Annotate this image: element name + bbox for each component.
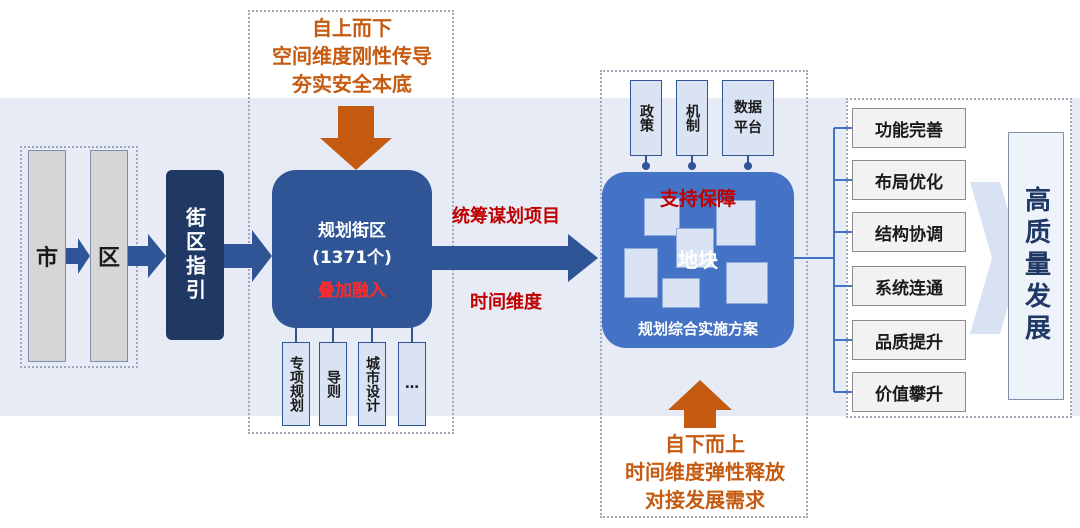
outcome-label: 功能完善 (875, 120, 943, 141)
input-box-etc: … (398, 342, 426, 426)
goal-box: 高质量发展 (1008, 132, 1064, 400)
parcel-tile (662, 278, 700, 308)
arrow-guide-to-block (224, 230, 272, 282)
planning-block: 规划街区 (1371个) 叠加融入 (272, 170, 432, 328)
goal-label: 高质量发展 (1020, 186, 1051, 346)
district-label: 区 (97, 246, 120, 271)
outcome-label: 结构协调 (875, 224, 943, 245)
planning-block-overlay: 叠加融入 (318, 281, 386, 301)
support-label: 数据平台 (734, 100, 762, 136)
city-label: 市 (35, 246, 58, 271)
project-label: 统筹谋划项目 (452, 206, 560, 227)
top-note-line1: 自上而下 (312, 16, 392, 40)
top-down-arrow (320, 106, 392, 170)
outcome-box: 系统连通 (852, 266, 966, 306)
street-guide-label: 街区指引 (182, 207, 207, 303)
implementation-plan-label: 规划综合实施方案 (637, 320, 758, 338)
input-box-special-plan: 专项规划 (282, 342, 310, 426)
outcome-box: 布局优化 (852, 160, 966, 200)
district-column: 区 (90, 150, 128, 362)
input-label: 导则 (325, 370, 341, 398)
support-label: 政策 (638, 104, 654, 132)
top-note-line3: 夯实安全本底 (292, 72, 412, 96)
parcel-tile (716, 200, 756, 246)
input-box-guideline: 导则 (319, 342, 347, 426)
arrow-city-to-district (66, 238, 90, 274)
input-label: 专项规划 (288, 356, 304, 412)
input-label: … (405, 376, 419, 392)
bottom-up-arrow (668, 380, 732, 428)
bottom-note-line1: 自下而上 (665, 432, 745, 456)
planning-block-title: 规划街区 (318, 221, 386, 241)
support-label: 机制 (684, 104, 700, 132)
support-box-mechanism: 机制 (676, 80, 708, 156)
street-guide-box: 街区指引 (166, 170, 224, 340)
input-box-urban-design: 城市设计 (358, 342, 386, 426)
bottom-up-frame (600, 70, 808, 518)
support-box-data-platform: 数据平台 (722, 80, 774, 156)
input-label: 城市设计 (364, 356, 380, 412)
arrow-block-to-plan (432, 234, 598, 282)
top-down-note: 自上而下 空间维度刚性传导 夯实安全本底 (254, 14, 450, 98)
city-column: 市 (28, 150, 66, 362)
arrow-district-to-guide (128, 234, 166, 278)
parcel-label: 地块 (678, 248, 718, 272)
parcel-tile (726, 262, 768, 304)
outcome-box: 结构协调 (852, 212, 966, 252)
support-box-policy: 政策 (630, 80, 662, 156)
outcome-label: 价值攀升 (875, 384, 943, 405)
outcome-label: 品质提升 (875, 332, 943, 353)
bottom-up-note: 自下而上 时间维度弹性释放 对接发展需求 (604, 430, 806, 514)
top-down-frame (248, 10, 454, 434)
bottom-note-line2: 时间维度弹性释放 (625, 460, 785, 484)
parcel-tile (676, 228, 714, 268)
outcome-box: 价值攀升 (852, 372, 966, 412)
support-guarantee-label: 支持保障 (659, 188, 736, 210)
bottom-note-line3: 对接发展需求 (645, 488, 765, 512)
top-note-line2: 空间维度刚性传导 (272, 44, 432, 68)
outcome-box: 功能完善 (852, 108, 966, 148)
time-label: 时间维度 (470, 292, 542, 313)
parcel-tile (624, 248, 658, 298)
outcome-label: 系统连通 (875, 278, 943, 299)
outcome-box: 品质提升 (852, 320, 966, 360)
planning-block-count: (1371个) (312, 248, 392, 268)
outcome-label: 布局优化 (875, 172, 943, 193)
parcel-tile (644, 198, 680, 236)
